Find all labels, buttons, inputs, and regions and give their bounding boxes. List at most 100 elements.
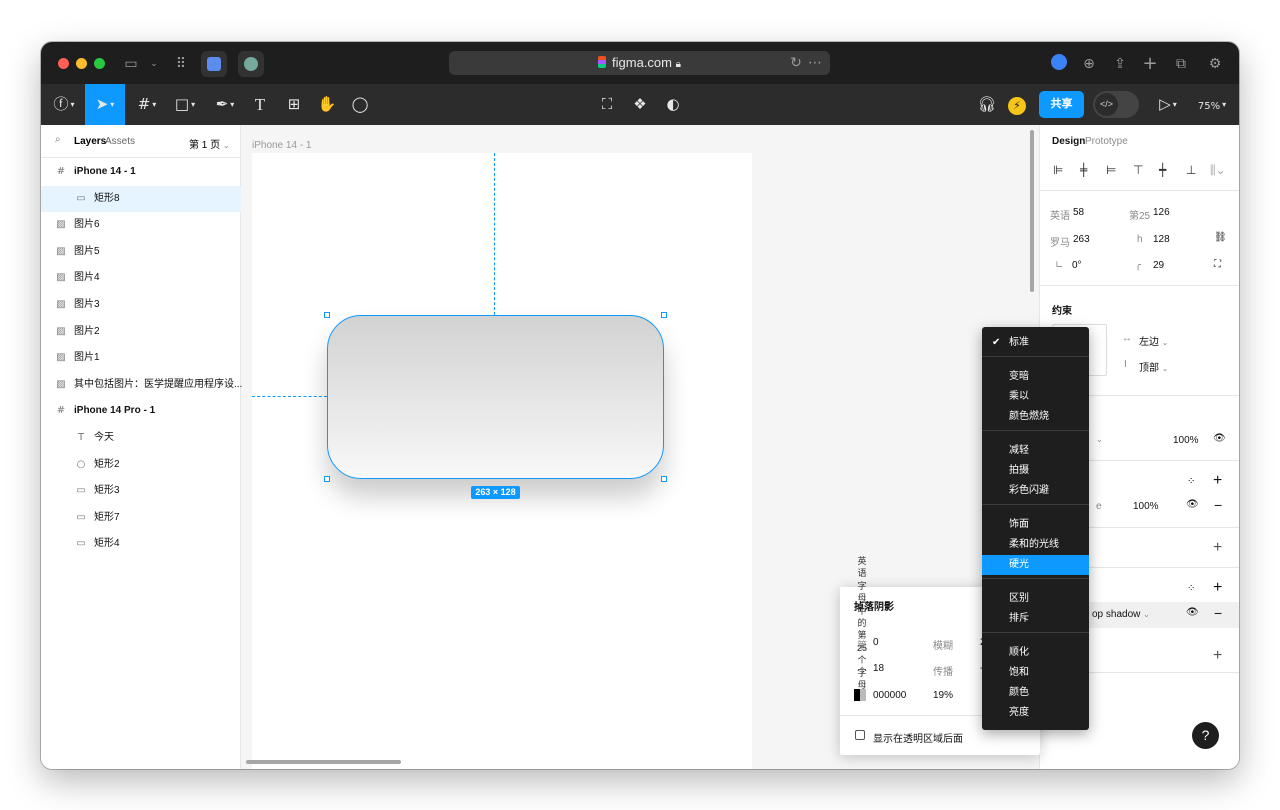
share-button[interactable]: 共享 [1039,91,1084,118]
x-field[interactable]: 58 [1073,207,1085,218]
blend-mode-item[interactable]: 亮度 [982,703,1089,723]
shadow-color-swatch[interactable] [854,689,866,701]
shadow-color-field[interactable]: 000000 [873,690,907,701]
layer-row[interactable]: ▭矩形3 [41,478,241,504]
layer-row[interactable]: #iPhone 14 Pro - 1 [41,398,241,424]
style-grid-icon[interactable]: ⁘ [1187,476,1196,487]
shadow-opacity-field[interactable]: 19% [933,690,954,701]
remove-fill-icon[interactable]: − [1214,497,1223,513]
blend-mode-item[interactable]: 区别 [982,589,1089,609]
layer-row[interactable]: ○矩形2 [41,452,241,478]
blend-mode-item[interactable]: 乘以 [982,387,1089,407]
vertical-scrollbar[interactable] [1030,130,1034,292]
align-left-icon[interactable]: ⊫ [1053,163,1064,177]
align-center-horizontal-icon[interactable]: ╪ [1080,163,1088,177]
settings-icon[interactable]: ⚙ [1208,56,1222,72]
more-icon[interactable]: ⋯ [808,55,822,71]
blend-mode-item[interactable]: 排斥 [982,609,1089,629]
maximize-window-button[interactable] [94,58,105,69]
blend-mode-item[interactable]: ✔标准 [982,333,1089,353]
selected-rectangle[interactable] [327,315,664,479]
layer-row[interactable]: ▨图片6 [41,212,241,238]
layer-row[interactable]: ▨图片5 [41,239,241,265]
resources-button[interactable]: ⊞ [283,84,305,125]
text-tool-button[interactable]: T [249,84,271,125]
tab-assets[interactable]: Assets [105,136,136,147]
layer-row[interactable]: ▭矩形8 [41,185,241,212]
layer-row[interactable]: ▭矩形4 [41,531,241,557]
shadow-x-field[interactable]: 0 [873,637,879,648]
align-middle-icon[interactable]: ┿ [1159,163,1167,177]
blend-mode-item[interactable]: 硬光 [982,555,1089,575]
hand-tool-button[interactable]: ✋ [316,84,338,125]
show-behind-checkbox[interactable] [855,730,865,740]
layer-row[interactable]: #iPhone 14 - 1 [41,159,241,185]
extension-icon[interactable] [238,51,264,77]
tab-design[interactable]: Design [1052,136,1086,147]
resize-handle-bottom-right[interactable] [661,476,667,482]
tabs-icon[interactable]: ⧉ [1176,56,1186,72]
comment-tool-button[interactable]: ◯ [349,84,371,125]
blend-mode-item[interactable]: 柔和的光线 [982,535,1089,555]
blend-mode-item[interactable]: 饱和 [982,663,1089,683]
add-export-icon[interactable]: + [1213,647,1223,664]
resize-handle-bottom-left[interactable] [324,476,330,482]
mask-button[interactable]: ◐ [662,84,684,125]
add-stroke-icon[interactable]: + [1213,539,1223,556]
shape-tool-button[interactable]: □▾ [174,95,196,113]
corner-radius-field[interactable]: 29 [1153,260,1165,271]
vertical-constraint-dropdown[interactable]: 顶部 ⌄ [1139,359,1168,374]
reload-icon[interactable]: ↻ [790,55,802,71]
url-bar[interactable]: figma.com 🔒︎ ↻ ⋯ [449,51,830,75]
shadow-spread-field[interactable]: - [980,663,983,674]
zoom-dropdown[interactable]: 75%▾ [1197,100,1227,112]
constrain-proportions-icon[interactable]: ⛓ [1214,232,1227,243]
help-button[interactable]: ? [1192,722,1219,749]
audio-button[interactable]: 🎧︎ [976,84,998,125]
close-window-button[interactable] [58,58,69,69]
search-icon[interactable]: ⌕ [55,134,61,145]
main-menu-button[interactable]: ⓕ▾ [53,95,75,113]
layer-row[interactable]: ▨其中包括图片：医学提醒应用程序设... [41,372,242,398]
shadow-y-field[interactable]: 18 [873,663,885,674]
plugin-button[interactable]: ⚡ [1006,84,1028,125]
blend-mode-item[interactable]: 颜色 [982,683,1089,703]
y-field[interactable]: 126 [1153,207,1170,218]
align-right-icon[interactable]: ⊨ [1106,163,1117,177]
effect-row[interactable] [1080,602,1239,628]
add-effect-icon[interactable]: + [1213,579,1223,596]
distribute-icon[interactable]: ⫼⌄ [1210,163,1226,177]
add-fill-icon[interactable]: + [1213,472,1223,489]
layer-row[interactable]: ▨图片1 [41,345,241,371]
horizontal-scrollbar[interactable] [246,760,401,764]
blend-mode-item[interactable]: 彩色闪避 [982,481,1089,501]
chrome-icon[interactable] [1049,54,1069,74]
plus-icon[interactable]: + [1142,53,1158,74]
blend-mode-item[interactable]: 颜色燃烧 [982,407,1089,427]
align-top-icon[interactable]: ⊤ [1133,163,1144,177]
blend-mode-item[interactable]: 变暗 [982,367,1089,387]
effect-type-dropdown[interactable]: op shadow ⌄ [1092,609,1150,620]
layer-row[interactable]: ▨图片4 [41,265,241,291]
page-selector[interactable]: 第 1 页 ⌄ [189,136,230,151]
download-icon[interactable]: ⊕ [1083,56,1095,72]
horizontal-constraint-dropdown[interactable]: 左边 ⌄ [1139,333,1168,348]
layer-row[interactable]: ▨图片3 [41,292,241,318]
blend-mode-item[interactable]: 顺化 [982,643,1089,663]
layer-row[interactable]: ▭矩形7 [41,505,241,531]
resize-handle-top-left[interactable] [324,312,330,318]
fill-opacity-field[interactable]: 100% [1133,501,1159,512]
frame-tool-button[interactable]: #▾ [137,95,157,113]
move-tool-button[interactable]: ➤▾ [85,84,125,125]
align-bottom-icon[interactable]: ⊥ [1186,163,1197,177]
canvas[interactable]: iPhone 14 - 1 263 × 128 [242,125,1038,769]
minimize-window-button[interactable] [76,58,87,69]
layer-row[interactable]: ▨图片2 [41,319,241,345]
eye-icon[interactable]: 👁︎ [1213,433,1226,444]
blend-mode-item[interactable]: 饰面 [982,515,1089,535]
grid-icon[interactable]: ⠿ [175,56,187,72]
blend-mode-item[interactable]: 拍摄 [982,461,1089,481]
frame-label[interactable]: iPhone 14 - 1 [252,140,312,151]
rotation-field[interactable]: 0° [1072,260,1082,271]
